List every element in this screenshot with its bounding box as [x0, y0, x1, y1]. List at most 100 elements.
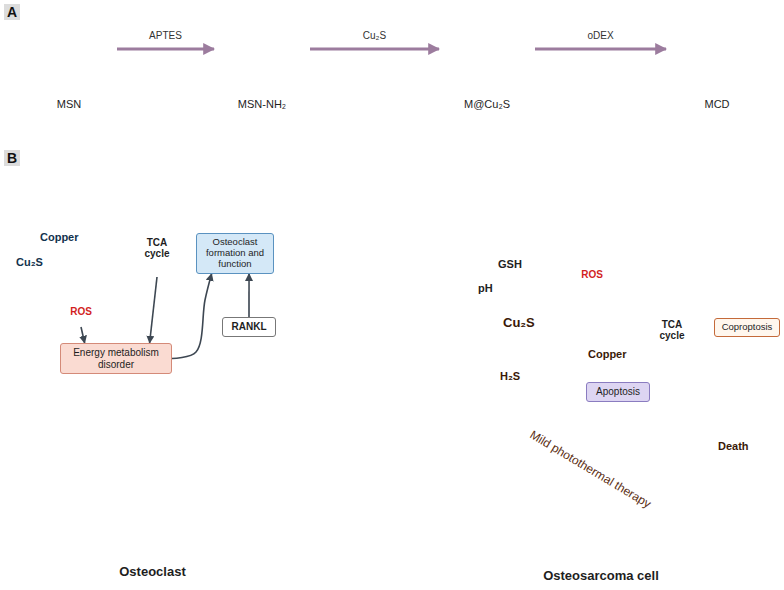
nanoparticle-icon: [509, 205, 523, 219]
reagent-icon: [382, 13, 389, 20]
porous-sphere: [85, 193, 649, 469]
copper-dots: [502, 344, 507, 349]
connector-arrow: [592, 242, 744, 318]
cell-fragments: [708, 487, 773, 534]
inhibition-mark: [244, 291, 254, 301]
node-label: MSN-NH₂: [217, 98, 307, 111]
node-label: Apoptosis: [592, 386, 644, 398]
mouse-figure: [338, 190, 426, 226]
tca-cycle-circle: TCA cycle: [643, 301, 701, 359]
sphere-outline: [679, 11, 755, 87]
bone-with-tumor: [305, 251, 431, 331]
porous-sphere: [85, 193, 125, 233]
therapy-label: Mild photothermal therapy: [527, 428, 653, 511]
leader-line: [410, 276, 440, 286]
connector-arrow: [310, 48, 439, 51]
connector-arrow: [535, 48, 666, 51]
mouse-figure: [372, 196, 380, 204]
label-anchor: H₂S: [500, 370, 520, 383]
porous-sphere: [92, 200, 118, 226]
heading-anchor: Osteoclast: [0, 565, 305, 580]
nanoparticle-sphere: MCD: [672, 2, 762, 111]
sphere-outline: [442, 2, 532, 98]
leader-line: [299, 300, 314, 309]
mitochondrion: [126, 303, 174, 311]
connector-arrow: [248, 274, 250, 317]
burst-outline: [58, 297, 104, 327]
sphere-outline: [43, 23, 95, 75]
sphere-outline: [229, 16, 295, 82]
change-arrow: [496, 283, 498, 296]
process-box: Osteoclast formation and function: [196, 233, 274, 274]
light-beam: [338, 226, 420, 292]
copper-dots: [495, 339, 500, 344]
copper-dots: [25, 284, 30, 289]
nanoparticle-sphere: M@Cu₂S: [442, 2, 532, 111]
treatment-arrow: [350, 416, 377, 448]
bone-with-tumor: [417, 261, 431, 275]
tca-cycle-circle: TCA cycle: [128, 219, 186, 277]
copper-dots: [549, 319, 554, 324]
node-label: TCA cycle: [650, 319, 694, 342]
edge-label-anchor: Cu₂S: [361, 30, 388, 41]
sphere-outline: [447, 9, 527, 89]
mouse-figure: [322, 193, 354, 215]
sphere-outline: [31, 11, 107, 87]
change-arrow: [527, 258, 529, 271]
label-anchor: Cu₂S: [503, 316, 535, 331]
mouse-figure: [424, 212, 436, 236]
nanoparticle-icon: [531, 195, 545, 209]
label-anchor: A: [4, 4, 20, 20]
bone-with-tumor: [305, 306, 319, 320]
healed-bone: [307, 452, 321, 466]
reagent-icon: [592, 4, 608, 20]
healed-bone: [322, 452, 418, 500]
nanoparticle-icon: [35, 183, 49, 197]
mouse-figure: [322, 188, 436, 236]
node-label: Coproptosis: [720, 322, 774, 333]
sphere-outline: [461, 23, 513, 75]
pathway-arrow: [545, 334, 584, 354]
sphere-outline: [454, 16, 520, 82]
process-box: Apoptosis: [586, 382, 650, 402]
label-anchor: B: [4, 150, 20, 166]
sphere-outline: [217, 2, 307, 98]
cell-fragments: [739, 487, 753, 501]
bone-with-tumor: [386, 268, 390, 272]
connector-arrow: [614, 275, 672, 301]
node-label: TCA cycle: [135, 237, 179, 260]
label-anchor: Copper: [588, 348, 627, 361]
edge-label: APTES: [147, 30, 184, 41]
copper-dots: [555, 336, 560, 341]
nanoparticle-icon: [15, 183, 545, 229]
mouse-figure: [330, 200, 333, 203]
cell-name: Osteosarcoma cell: [418, 569, 784, 584]
healed-bone: [322, 452, 418, 500]
mouse-figure: [377, 197, 391, 215]
nanoparticle-icon: [487, 215, 501, 229]
bone-with-tumor: [322, 264, 414, 318]
copper-dots: [35, 276, 40, 281]
pathway-arrow: [546, 218, 555, 306]
node-label: Energy metabolism disorder: [66, 347, 166, 370]
pathway-arrow: [526, 378, 582, 391]
cell-fragments: [712, 520, 720, 528]
mouse-figure: [361, 197, 375, 215]
process-box: RANKL: [222, 317, 276, 337]
bone-with-tumor: [377, 261, 411, 283]
bone-with-tumor: [309, 313, 327, 331]
molecule-label: Cu₂S: [503, 316, 535, 331]
change-arrow: [497, 258, 528, 296]
edge-label-anchor: oDEX: [585, 30, 615, 41]
outcome-label: Death: [718, 440, 749, 453]
cell-fragments: [726, 506, 734, 514]
healed-bone: [307, 439, 432, 512]
node-label: RANKL: [228, 321, 270, 333]
connector-arrow: [172, 274, 212, 359]
cell-name: Osteoclast: [0, 565, 305, 580]
label-anchor: pH: [478, 282, 493, 295]
nanoparticle-sphere: MSN: [24, 2, 114, 111]
sphere-outline: [36, 16, 102, 82]
nanoparticle-sphere: MSN-NH₂: [217, 2, 307, 111]
sphere-outline: [672, 2, 762, 98]
